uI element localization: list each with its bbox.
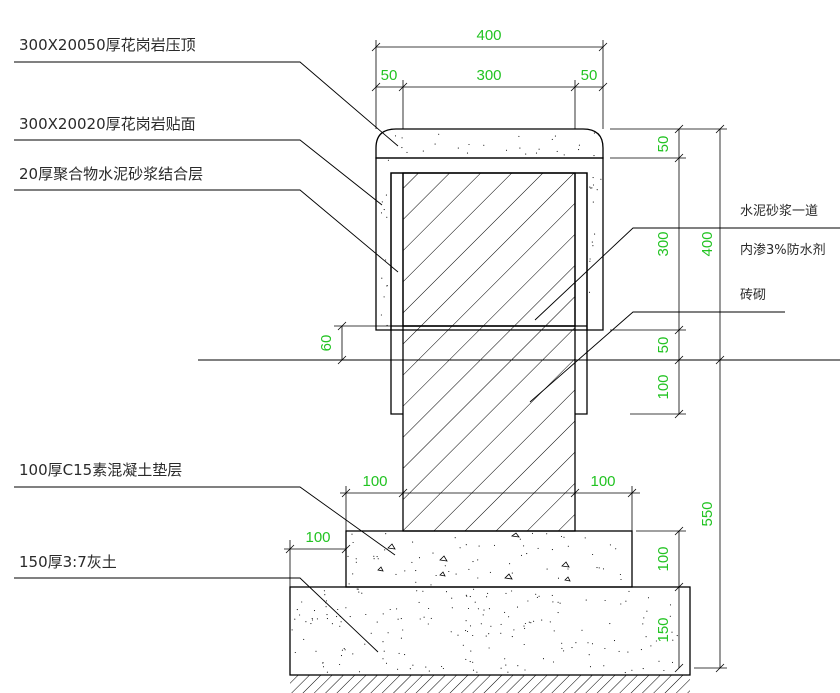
granite-coping: [375, 128, 604, 159]
right-leaders: [529, 227, 840, 403]
right-dimensions: [610, 124, 727, 673]
facing-stipple: [380, 159, 602, 326]
dim-cushion-left: 100: [305, 529, 330, 546]
dim-right-400: 400: [699, 231, 716, 256]
mortar-skin-left: [390, 360, 403, 415]
left-60-dimension: [334, 321, 391, 365]
dim-top-right: 50: [581, 67, 598, 84]
label-brick: 砖砌: [740, 288, 766, 303]
concrete-cushion: [345, 530, 633, 588]
aggregate-marks: [377, 532, 571, 582]
dim-right-150: 150: [655, 617, 672, 642]
lime-soil-stipple: [291, 588, 678, 674]
dim-top-total: 400: [476, 27, 501, 44]
label-mortar-1: 水泥砂浆一道: [740, 204, 818, 219]
mortar-skin-right: [575, 360, 588, 415]
top-dimensions: [371, 40, 608, 129]
left-leaders: [14, 61, 399, 653]
dim-right-550: 550: [699, 501, 716, 526]
dim-right-100-low: 100: [655, 546, 672, 571]
earth-hatch: [290, 675, 690, 693]
brick-pier-lower: [402, 325, 576, 532]
label-lime-soil: 150厚3:7灰土: [19, 553, 117, 571]
dim-left-60: 60: [318, 335, 335, 352]
label-coping: 300X20050厚花岗岩压顶: [19, 36, 196, 54]
footing-dimensions: [284, 486, 640, 587]
label-facing: 300X20020厚花岗岩贴面: [19, 115, 196, 133]
brick-core-upper: [402, 172, 576, 327]
dim-footing-right: 100: [590, 473, 615, 490]
coping-stipple: [394, 132, 595, 157]
dim-right-50-top: 50: [655, 136, 672, 153]
dim-right-50-mid: 50: [655, 337, 672, 354]
dim-top-left: 50: [381, 67, 398, 84]
lime-soil-layer: [289, 586, 691, 676]
label-cushion: 100厚C15素混凝土垫层: [19, 461, 182, 479]
dim-right-300: 300: [655, 231, 672, 256]
dim-right-100-mid: 100: [655, 374, 672, 399]
label-bond-layer: 20厚聚合物水泥砂浆结合层: [19, 165, 203, 183]
bond-layer-inner: [390, 172, 588, 331]
label-mortar-2: 内渗3%防水剂: [740, 242, 826, 258]
concrete-stipple: [347, 532, 622, 586]
dim-top-mid: 300: [476, 67, 501, 84]
dim-footing-left: 100: [362, 473, 387, 490]
